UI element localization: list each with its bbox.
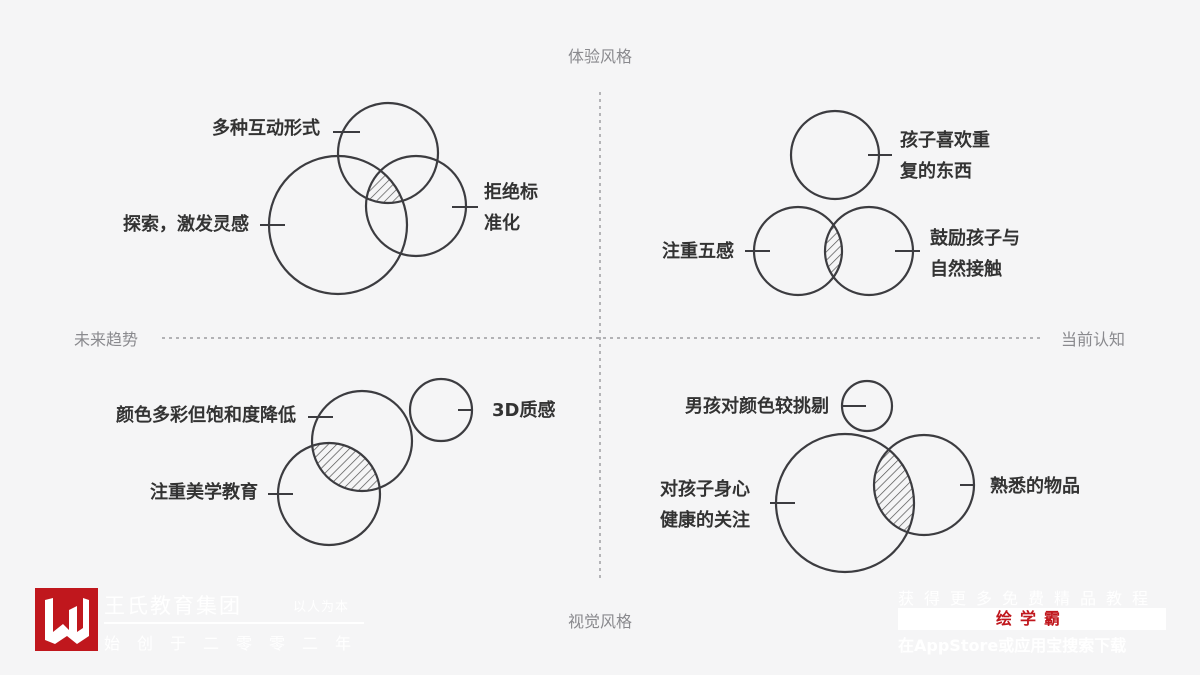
brand-logo (35, 588, 98, 651)
label-line: 健康的关注 (660, 510, 750, 531)
label: 对孩子身心健康的关注 (660, 474, 750, 536)
label-line: 自然接触 (930, 259, 1002, 280)
venn-circle (310, 389, 414, 493)
venn-circle (267, 154, 409, 296)
label: 鼓励孩子与自然接触 (930, 223, 1020, 285)
label: 探索，激发灵感 (123, 214, 249, 235)
venn-circle (364, 154, 468, 258)
watermark-promo: 获得更多免费精品教程 (898, 589, 1159, 608)
venn-circle (336, 101, 440, 205)
watermark-slogan: 以人为本 (293, 600, 350, 615)
venn-circle (872, 433, 976, 537)
label: 3D质感 (492, 400, 556, 421)
axis-label-bottom: 视觉风格 (567, 612, 633, 631)
label-line: 鼓励孩子与 (930, 228, 1020, 249)
label-ticks (260, 131, 973, 504)
axis-label-right: 当前认知 (1060, 330, 1126, 349)
label-line: 拒绝标 (484, 182, 538, 203)
watermark-org-name: 王氏教育集团 (104, 594, 242, 618)
label-line: 准化 (484, 213, 520, 234)
label: 注重美学教育 (150, 482, 258, 503)
w-logo-icon (45, 598, 89, 644)
label: 男孩对颜色较挑剔 (685, 396, 829, 417)
axis-label-left: 未来趋势 (73, 330, 139, 349)
label-line: 对孩子身心 (660, 479, 750, 500)
label: 颜色多彩但饱和度降低 (116, 405, 296, 426)
watermark-since: 始创于二零零二年 (104, 634, 369, 653)
label: 多种互动形式 (212, 118, 320, 139)
watermark-download: 在AppStore或应用宝搜索下载 (898, 636, 1127, 655)
label-line: 复的东西 (900, 161, 972, 182)
label: 拒绝标准化 (484, 177, 538, 239)
label: 注重五感 (662, 241, 734, 262)
label: 熟悉的物品 (990, 476, 1080, 497)
watermark-brand: 绘学霸 (898, 608, 1166, 630)
label: 孩子喜欢重复的东西 (900, 125, 990, 187)
label-line: 孩子喜欢重 (900, 130, 990, 151)
venn-circle (789, 109, 881, 201)
watermark-divider (104, 622, 364, 624)
hatched-overlap (366, 156, 407, 203)
axis-label-top: 体验风格 (567, 47, 633, 66)
